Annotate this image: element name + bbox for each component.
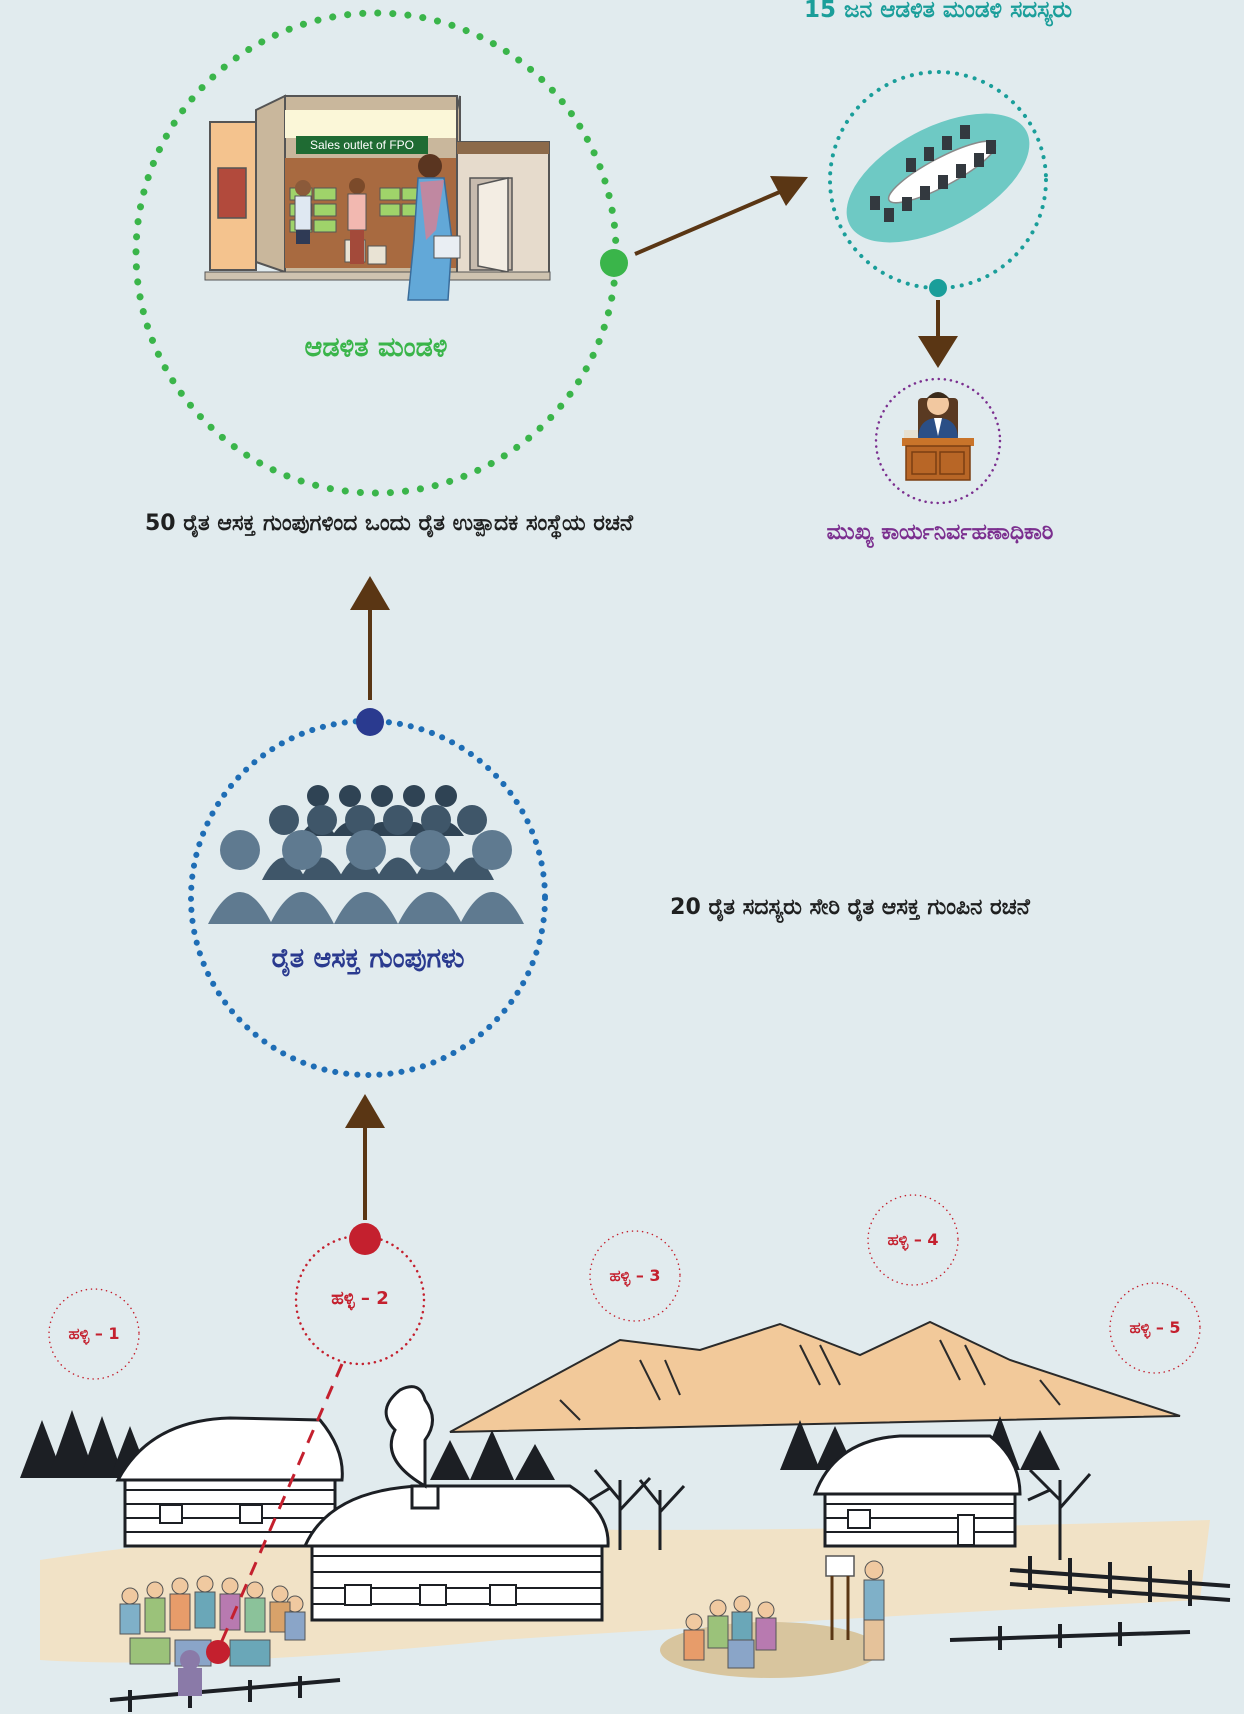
fig-label: ರೈತ ಆಸಕ್ತ ಗುಂಪುಗಳು — [271, 943, 465, 974]
board-label: ಆಡಳಿತ ಮಂಡಳಿ — [304, 332, 448, 363]
village-3-label: ಹಳ್ಳಿ – 3 — [609, 1266, 661, 1285]
ceo-label: ಮುಖ್ಯ ಕಾರ್ಯನಿರ್ವಹಣಾಧಿಕಾರಿ — [826, 520, 1054, 545]
village-1-circle — [48, 1288, 140, 1380]
village-4-label: ಹಳ್ಳಿ – 4 — [887, 1230, 939, 1249]
members-connector-dot — [929, 279, 947, 297]
arrow-fig-to-fpo-head — [350, 576, 390, 610]
house-left — [115, 1416, 344, 1548]
village-1-label: ಹಳ್ಳಿ – 1 — [68, 1324, 120, 1343]
village-3-circle — [589, 1230, 681, 1322]
house-center — [302, 1385, 610, 1622]
fig-circle — [188, 708, 548, 1078]
boardroom-illustration — [846, 113, 1030, 243]
village-5-circle — [1109, 1282, 1201, 1374]
board-members-circle — [828, 70, 1048, 297]
village-4-circle — [867, 1194, 959, 1286]
village-2-label: ಹಳ್ಳಿ – 2 — [331, 1288, 389, 1309]
ceo-illustration — [902, 392, 974, 481]
arrow-board-to-members-head — [770, 176, 808, 206]
fpo-shop-illustration — [204, 94, 551, 301]
meeting-marker-dot — [206, 1640, 230, 1664]
crowd-illustration — [208, 785, 524, 924]
board-connector-dot — [600, 249, 628, 277]
arrow-village-to-fig-head — [345, 1094, 385, 1128]
board-members-label: 15 ಜನ ಆಡಳಿತ ಮಂಡಳಿ ಸದಸ್ಯರು — [803, 0, 1073, 23]
fig-connector-dot — [356, 708, 384, 736]
board-circle — [132, 9, 628, 497]
fpo-formation-caption: 50 ರೈತ ಆಸಕ್ತ ಗುಂಪುಗಳಿಂದ ಒಂದು ರೈತ ಉತ್ಪಾದಕ… — [144, 511, 634, 536]
arrow-members-to-ceo-head — [918, 336, 958, 368]
field-meeting-crowd — [660, 1555, 885, 1678]
landscape-illustration — [20, 1320, 1231, 1712]
village-2-connector-dot — [349, 1223, 381, 1255]
ceo-circle — [874, 377, 1002, 505]
village-2-connector-line — [216, 1363, 344, 1651]
fpo-sign: Sales outlet of FPO — [309, 138, 415, 152]
village-meeting-crowd — [119, 1575, 306, 1696]
village-5-label: ಹಳ್ಳಿ – 5 — [1129, 1318, 1181, 1337]
arrow-board-to-members — [634, 183, 797, 256]
village-2-circle — [294, 1234, 426, 1366]
house-right — [812, 1434, 1022, 1548]
fig-formation-caption: 20 ರೈತ ಸದಸ್ಯರು ಸೇರಿ ರೈತ ಆಸಕ್ತ ಗುಂಪಿನ ರಚನ… — [670, 895, 1030, 920]
